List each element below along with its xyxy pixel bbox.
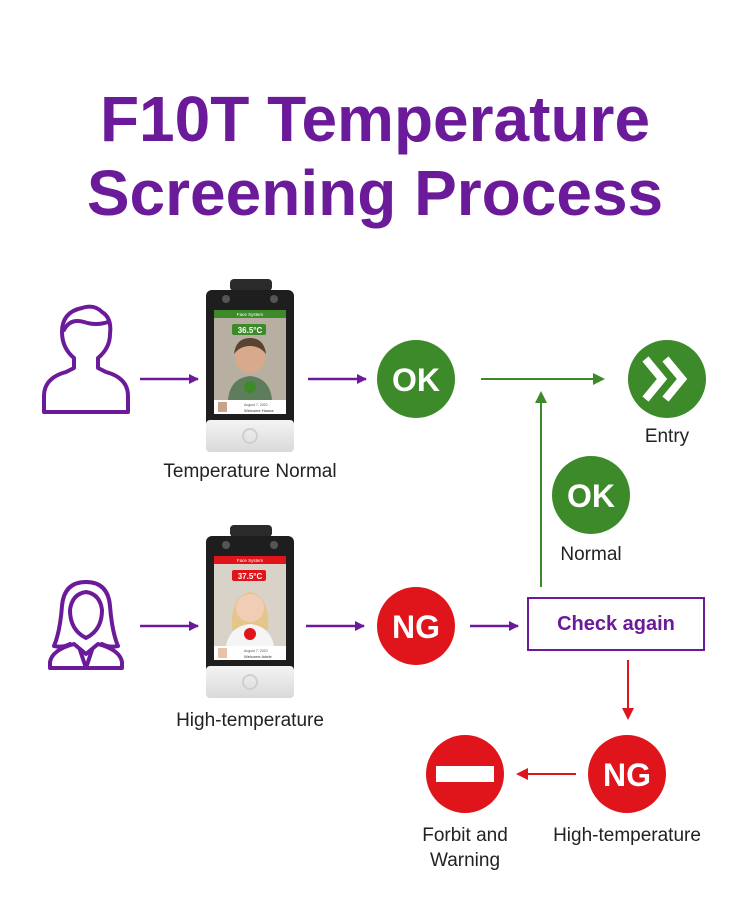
device-high-temp-temperature: 37.5°C [238,572,263,581]
ok-badge-top [377,340,455,418]
title-line-2: Screening Process [86,157,664,229]
female-person-icon [48,580,124,670]
ng-badge-bottom [377,587,455,665]
device-high-temp-welcome: Welcome Adele [244,654,272,659]
title-line-1: F10T Temperature [99,83,651,155]
male-person-icon [42,304,130,414]
ng-badge-recheck-text: NG [603,757,651,793]
label-normal: Normal [560,544,622,565]
label-entry: Entry [644,426,690,447]
device-high-temp-date: August 7, 2020 [244,649,268,653]
device-normal-date: August 7, 2020 [244,403,268,407]
label-high-temperature-left: High-temperature [176,710,324,731]
ok-badge-recheck-text: OK [567,478,615,514]
device-high-temp [206,525,294,698]
check-again-label: Check again [557,612,675,635]
device-high-temp-header: Face System [237,558,264,563]
label-forbit-line-1: Forbit and [422,825,508,846]
device-normal [206,279,294,452]
ok-badge-recheck [552,456,630,534]
label-forbit-line-2: Warning [429,850,501,871]
ng-badge-bottom-text: NG [392,609,440,645]
label-temperature-normal: Temperature Normal [163,461,337,482]
ok-badge-top-text: OK [392,362,440,398]
device-normal-welcome: Welcome Hanna [244,408,274,413]
double-chevron-right-icon [642,356,688,402]
device-normal-temperature: 36.5°C [238,326,263,335]
label-high-temperature-right: High-temperature [553,825,701,846]
ng-badge-recheck [588,735,666,813]
device-normal-header: Face System [237,312,264,317]
no-entry-icon [436,766,494,782]
check-again-box: Check again [527,597,705,651]
